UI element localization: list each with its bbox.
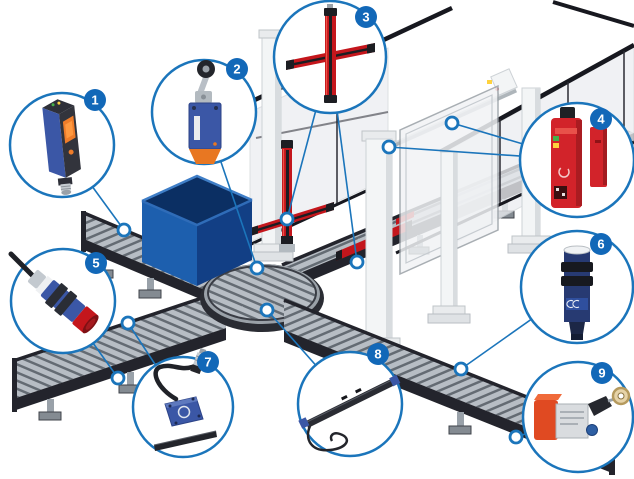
hotspot-dot-3[interactable] [279,211,295,227]
callout-6-ultrasonic-sensor[interactable]: 6 [519,229,634,345]
hotspot-dot-2[interactable] [249,260,265,276]
blue-bin [141,174,253,286]
svg-text:7: 7 [204,355,211,370]
hotspot-dot-3b[interactable] [349,254,365,270]
callout-1-miniature-photoelectric-sensor[interactable]: 1 [8,89,116,199]
callout-8-sensor-bar[interactable]: 8 [296,343,404,458]
callout-9-rope-pull-switch[interactable]: 9 [521,360,634,474]
vertical-light-curtain-column [279,140,295,252]
callout-7-read-write-head[interactable]: 7 [131,347,235,459]
callout-badge: 5 [85,252,107,274]
svg-text:9: 9 [598,366,605,381]
callout-4-safety-interlock[interactable]: 4 [518,101,634,219]
sensor-cable [153,363,195,402]
callout-badge: 9 [591,362,613,384]
limit-switch-icon [188,60,222,164]
sensor-cable [8,251,36,279]
svg-text:2: 2 [233,62,240,77]
svg-text:4: 4 [597,112,605,127]
hotspot-dot-4b[interactable] [444,115,460,131]
svg-text:5: 5 [92,256,99,271]
callout-badge: 4 [590,108,612,130]
hotspot-dot-5[interactable] [110,370,126,386]
callout-2-limit-switch[interactable]: 2 [150,58,258,166]
svg-text:1: 1 [91,93,98,108]
svg-text:3: 3 [362,10,369,25]
svg-text:6: 6 [597,237,604,252]
sensor-bar-icon [298,374,401,452]
hotspot-dot-4a[interactable] [381,139,397,155]
safety-interlock-icon [551,107,607,208]
callout-badge: 6 [590,233,612,255]
callout-5-cylindrical-photoelectric-sensor[interactable]: 5 [8,247,117,355]
hotspot-dot-8[interactable] [259,302,275,318]
ultrasonic-sensor-icon [561,245,593,340]
sensor-cable [306,425,349,452]
callout-badge: 8 [367,343,389,365]
hotspot-dot-1[interactable] [116,222,132,238]
hotspot-dot-7[interactable] [120,315,136,331]
leader-dots [110,115,524,445]
light-curtain-icon [286,4,375,103]
callout-badge: 3 [355,6,377,28]
rope-pull-switch-icon [534,386,631,440]
callout-badge: 1 [84,89,106,111]
photoelectric-sensor-icon [42,99,81,195]
svg-text:8: 8 [374,347,381,362]
callout-badge: 7 [197,351,219,373]
tag-strip [154,431,217,451]
door-post-right [427,151,471,324]
cylindrical-sensor-icon [28,269,99,334]
fence-post [249,29,294,262]
hotspot-dot-6[interactable] [453,361,469,377]
hotspot-dot-9[interactable] [508,429,524,445]
interlock-actuator [590,127,607,187]
reset-knob [586,424,598,436]
callout-badge: 2 [226,58,248,80]
callout-3-light-curtains[interactable]: 3 [272,0,388,115]
